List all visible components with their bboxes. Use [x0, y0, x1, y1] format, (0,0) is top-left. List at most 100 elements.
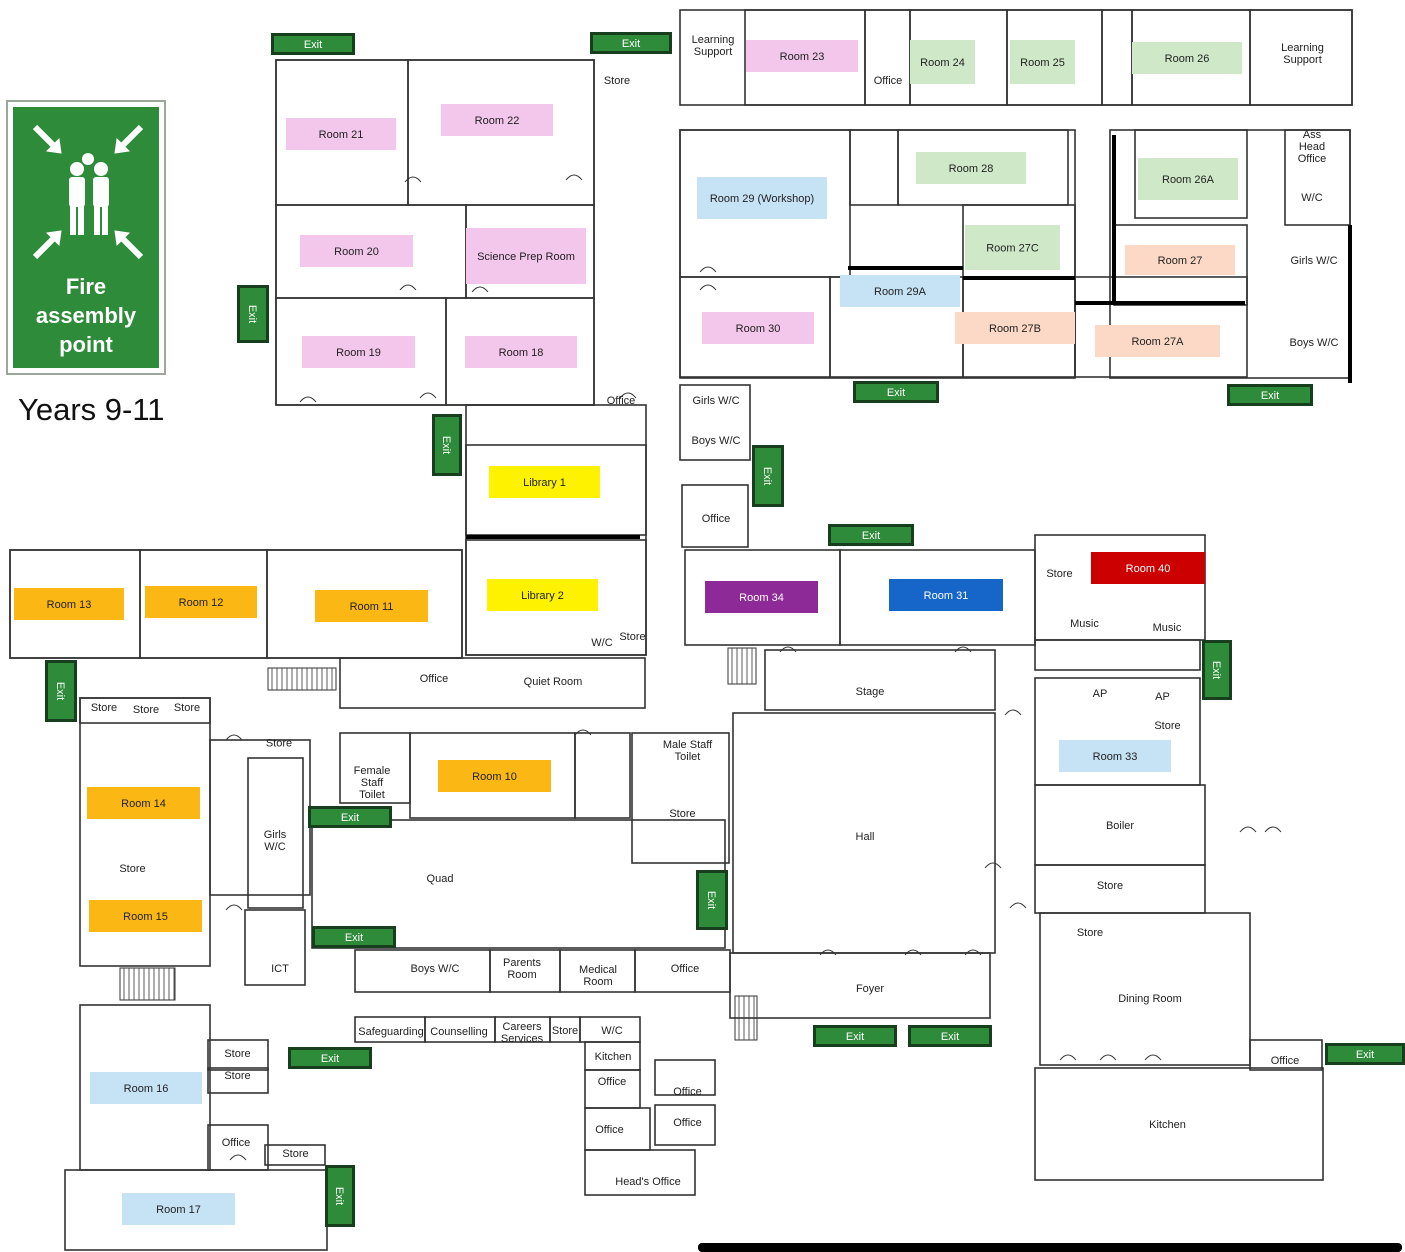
- room-fill: [302, 336, 415, 368]
- exit-sign-panel: [911, 1028, 989, 1044]
- room-label: Room 30: [736, 323, 781, 335]
- room-fill: [300, 235, 413, 267]
- wall: [79, 697, 211, 724]
- wall: [679, 384, 751, 461]
- exit-label: Exit: [862, 530, 880, 542]
- room-label: W/C: [601, 1025, 622, 1037]
- exit-label: Exit: [333, 1187, 345, 1205]
- room-label: Room 13: [47, 599, 92, 611]
- room-label: Room 12: [179, 597, 224, 609]
- room-label: Store: [552, 1025, 578, 1037]
- wall: [574, 732, 631, 819]
- exit-sign-panel: [240, 288, 266, 340]
- door: [779, 646, 797, 653]
- exit-sign-panel: [328, 1168, 352, 1224]
- room-fill: [1125, 245, 1235, 275]
- door: [419, 392, 437, 399]
- room-fill: [465, 336, 577, 368]
- wall: [209, 739, 311, 896]
- door: [574, 729, 592, 736]
- room-label: W/C: [591, 637, 612, 649]
- room-fill: [916, 152, 1026, 184]
- room-label: Room 31: [924, 590, 969, 602]
- scroll-bar[interactable]: [698, 1243, 1402, 1252]
- room-fill: [705, 581, 818, 613]
- wall: [339, 657, 646, 709]
- exit-label: Exit: [304, 39, 322, 51]
- exit-label: Exit: [341, 812, 359, 824]
- room-fill: [487, 579, 598, 611]
- room-label: Office: [673, 1117, 702, 1129]
- room-label: Store: [669, 808, 695, 820]
- door: [225, 734, 243, 741]
- assembly-point-icon: [32, 124, 144, 260]
- wall: [465, 539, 647, 656]
- room-label: Head's Office: [615, 1176, 680, 1188]
- room-label: Music: [1153, 622, 1182, 634]
- exit-label: Exit: [1356, 1049, 1374, 1061]
- room-label: Girls W/C: [1290, 255, 1337, 267]
- sign-line-2: assembly: [35, 303, 137, 328]
- exit-sign-panel: [1205, 643, 1229, 697]
- exit-label: Exit: [761, 467, 773, 485]
- room-label: Room 11: [350, 601, 394, 613]
- sign-line-3: point: [59, 332, 113, 357]
- door: [1144, 1054, 1162, 1061]
- door: [404, 176, 422, 183]
- door: [299, 396, 317, 403]
- room-label: Office: [671, 963, 700, 975]
- wall: [207, 1039, 269, 1071]
- room-fill: [90, 1072, 202, 1104]
- exit-sign-panel: [311, 809, 389, 825]
- room-label: Office: [420, 673, 449, 685]
- room-fill: [14, 588, 124, 620]
- exit-sign-panel: [1328, 1046, 1402, 1062]
- room-label: Room 40: [1126, 563, 1171, 575]
- wall: [207, 1067, 269, 1094]
- exit-label: Exit: [887, 387, 905, 399]
- room-label: Stage: [856, 686, 885, 698]
- room-label: Store: [282, 1148, 308, 1160]
- years-caption: Years 9-11: [18, 392, 165, 427]
- exit-label: Exit: [1210, 661, 1222, 679]
- exit-sign-panel: [48, 663, 74, 719]
- room-label: Boiler: [1106, 820, 1134, 832]
- door: [904, 949, 922, 956]
- room-label: Room 27B: [989, 323, 1041, 335]
- room-fill: [286, 118, 396, 150]
- room-fill: [889, 579, 1003, 611]
- room-fill: [1095, 325, 1220, 357]
- room-label: Science Prep Room: [477, 251, 575, 263]
- room-fill: [438, 760, 551, 792]
- room-label: Office: [673, 1086, 702, 1098]
- room-label: AP: [1155, 691, 1170, 703]
- room-label: Store: [266, 738, 292, 750]
- room-label: Library 1: [523, 477, 566, 489]
- wall: [654, 1059, 716, 1096]
- exit-label: Exit: [941, 1031, 959, 1043]
- room-label: Store: [91, 702, 117, 714]
- room-label: Room 16: [124, 1083, 169, 1095]
- wall: [764, 649, 996, 711]
- wall: [1249, 1039, 1323, 1071]
- room-label: Store: [1097, 880, 1123, 892]
- room-fill: [702, 312, 814, 344]
- room-fill: [1091, 552, 1205, 584]
- room-label: Store: [133, 704, 159, 716]
- wall: [247, 757, 304, 909]
- door: [565, 174, 583, 181]
- room-label: Girls W/C: [692, 395, 739, 407]
- room-label: Office: [222, 1137, 251, 1149]
- room-label: Room 29A: [874, 286, 927, 298]
- wall: [244, 909, 306, 986]
- room-label: Kitchen: [595, 1051, 632, 1063]
- room-label: Room 33: [1093, 751, 1138, 763]
- room-fill: [466, 228, 586, 284]
- exit-label: Exit: [440, 436, 452, 454]
- room-fill: [697, 177, 827, 219]
- room-label: Room 17: [156, 1204, 201, 1216]
